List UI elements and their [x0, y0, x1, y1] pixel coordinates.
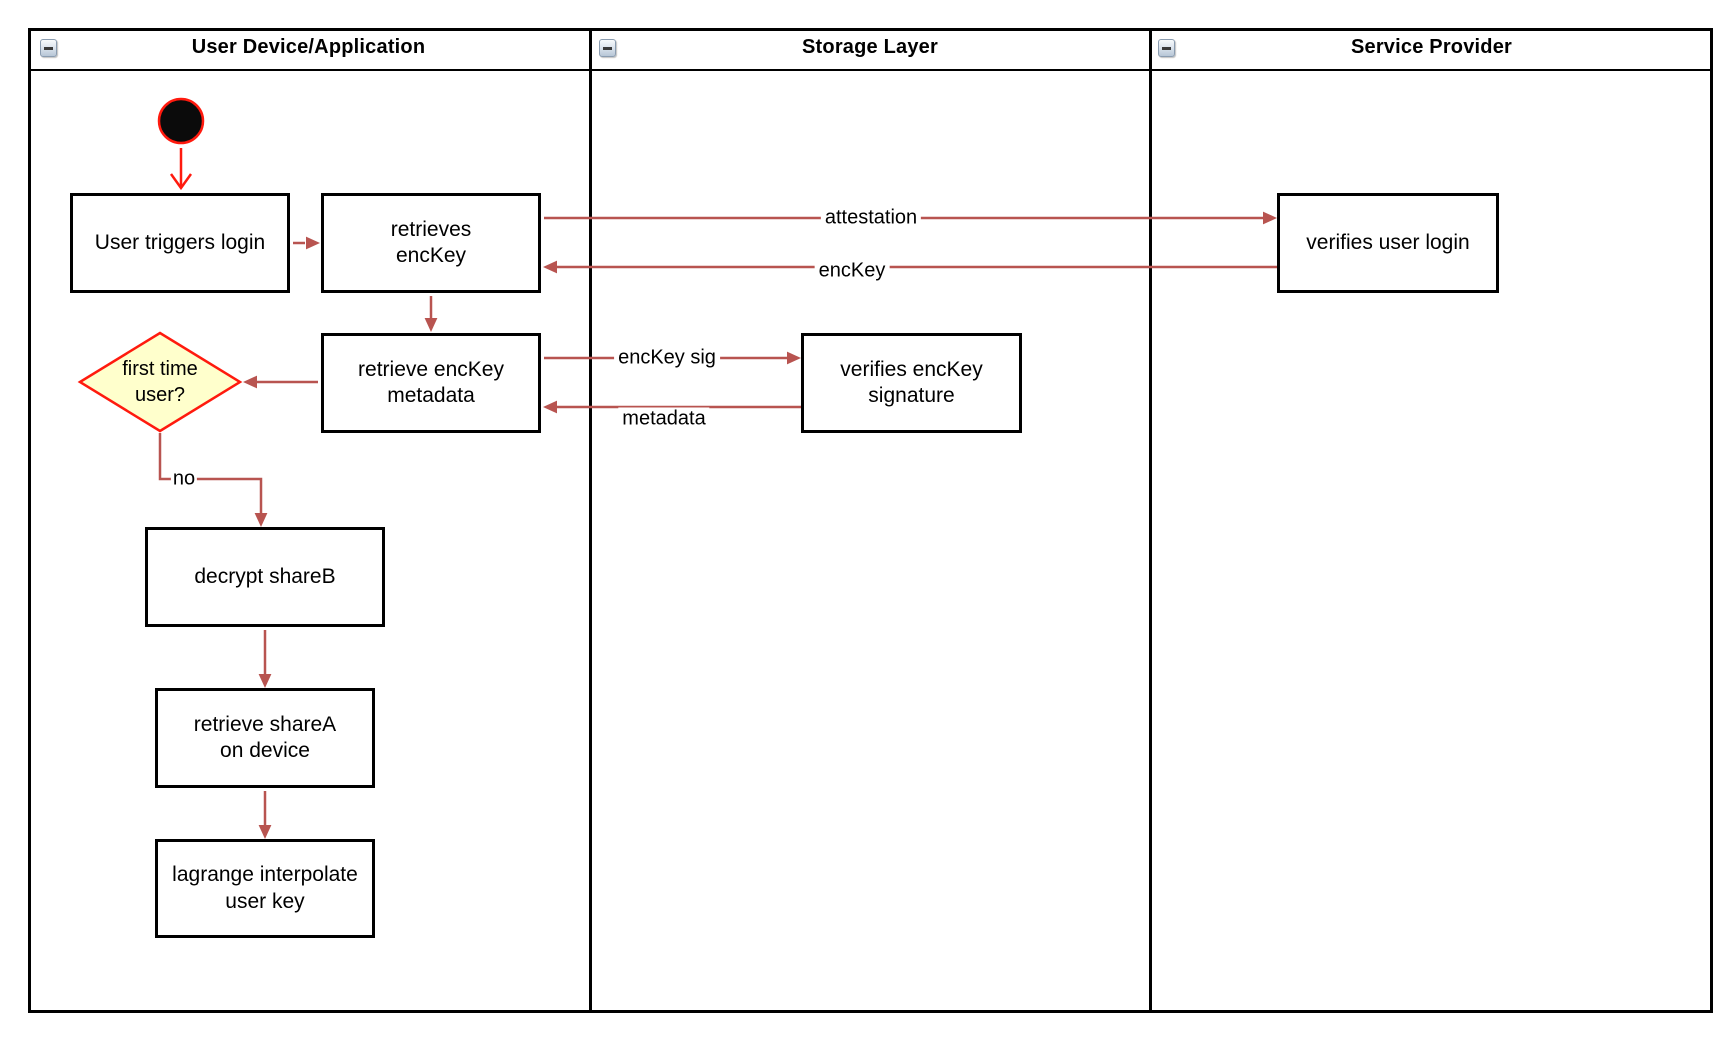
- collapse-minus-icon[interactable]: [1158, 39, 1175, 57]
- edge-label-enckey: encKey: [814, 259, 890, 283]
- node-label: retrieves encKey: [390, 217, 472, 267]
- node-verifies-enckey-signature[interactable]: verifies encKey signature: [801, 333, 1022, 433]
- swimlane-frame: [28, 28, 1713, 1013]
- node-label: lagrange interpolate user key: [172, 863, 358, 913]
- edge-decrypt-to-retrieve-sharea[interactable]: [258, 630, 272, 688]
- lane-title-storage-layer: Storage Layer: [802, 36, 938, 58]
- node-retrieve-enckey-metadata[interactable]: retrieve encKey metadata: [321, 333, 541, 433]
- edge-label-no: no: [170, 467, 198, 491]
- edge-start-to-login[interactable]: [169, 148, 193, 191]
- edge-label-attestation: attestation: [820, 206, 922, 230]
- node-lagrange-interpolate[interactable]: lagrange interpolate user key: [155, 839, 375, 938]
- node-label: verifies encKey signature: [840, 357, 983, 407]
- edge-login-to-retrieves-enckey[interactable]: [293, 236, 320, 250]
- edge-label-enckey-sig: encKey sig: [614, 346, 720, 370]
- lane-title-user-device: User Device/Application: [191, 36, 426, 58]
- node-label: retrieve encKey metadata: [358, 357, 504, 407]
- node-user-triggers-login[interactable]: User triggers login: [70, 193, 290, 293]
- node-label: decrypt shareB: [194, 564, 336, 588]
- node-retrieves-enckey[interactable]: retrieves encKey: [321, 193, 541, 293]
- node-label: User triggers login: [94, 230, 266, 254]
- lane-divider-2: [1149, 28, 1152, 1013]
- lane-title-service-provider: Service Provider: [1350, 36, 1513, 58]
- lane-header-separator: [28, 69, 1713, 71]
- edge-decision-no-to-decrypt[interactable]: [158, 433, 268, 527]
- edge-metadata-return[interactable]: [543, 400, 801, 414]
- node-verifies-user-login[interactable]: verifies user login: [1277, 193, 1499, 293]
- decision-first-time-user-label: first time user?: [122, 358, 198, 406]
- node-retrieve-sharea[interactable]: retrieve shareA on device: [155, 688, 375, 788]
- edge-label-metadata: metadata: [618, 407, 710, 431]
- decision-diamond-shape[interactable]: [77, 331, 243, 433]
- edge-metadata-to-decision[interactable]: [243, 375, 318, 389]
- collapse-minus-icon[interactable]: [40, 39, 57, 57]
- node-label: retrieve shareA on device: [193, 712, 337, 762]
- edge-retrieves-enckey-to-metadata[interactable]: [424, 296, 438, 332]
- edge-sharea-to-lagrange[interactable]: [258, 791, 272, 839]
- collapse-minus-icon[interactable]: [599, 39, 616, 57]
- lane-divider-1: [589, 28, 592, 1013]
- start-node[interactable]: [157, 97, 205, 145]
- edge-enckey-return[interactable]: [543, 260, 1277, 274]
- node-decrypt-shareb[interactable]: decrypt shareB: [145, 527, 385, 627]
- node-label: verifies user login: [1306, 230, 1470, 254]
